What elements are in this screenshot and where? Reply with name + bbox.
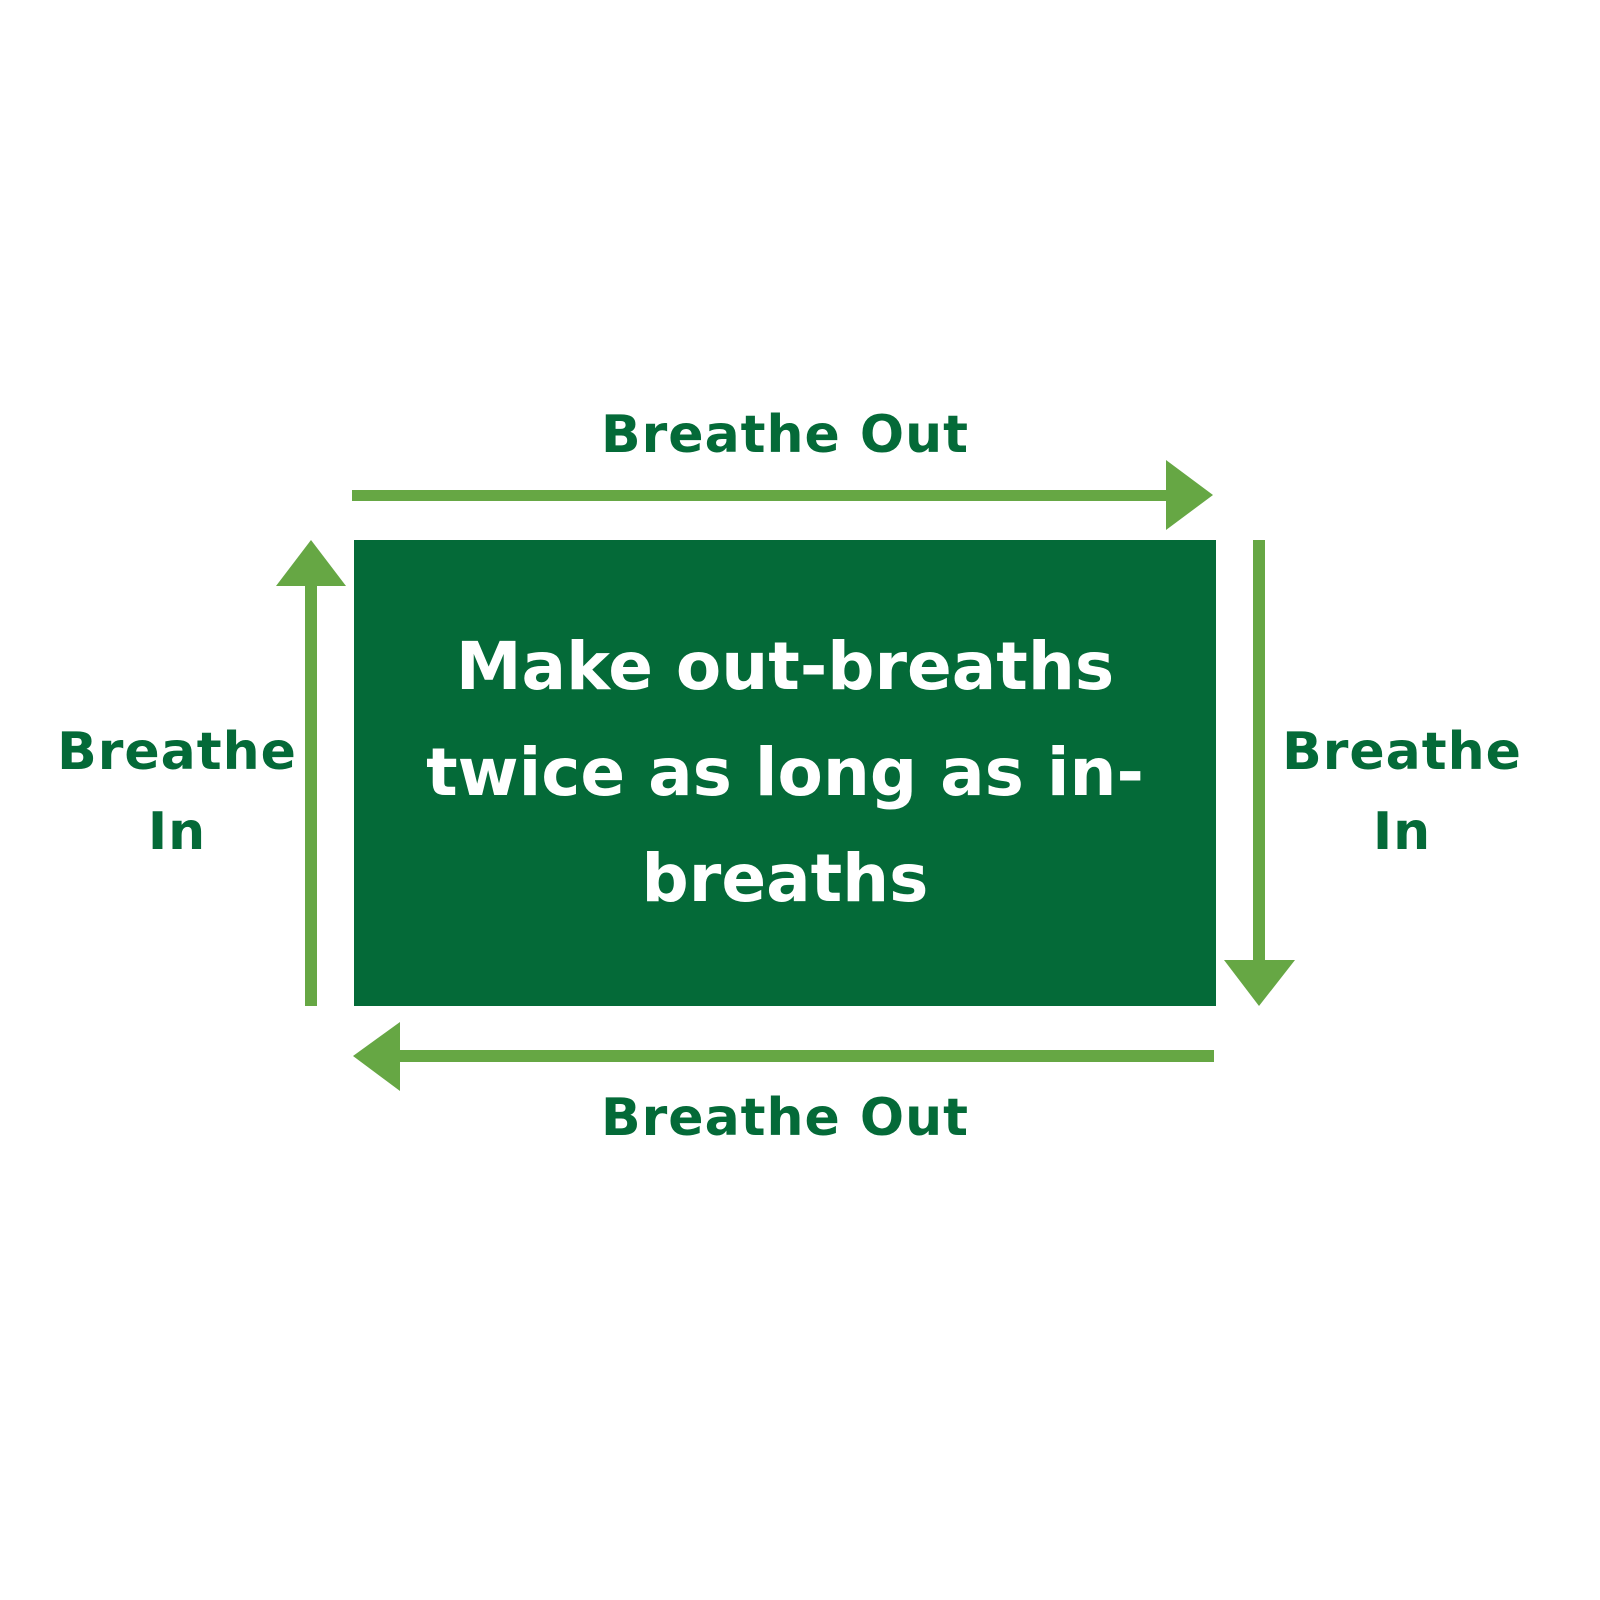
label-top-breathe-out: Breathe Out	[601, 405, 969, 465]
label-left-line1: Breathe	[57, 722, 297, 782]
label-right-line1: Breathe	[1282, 722, 1522, 782]
left-arrow-up	[276, 540, 346, 1006]
center-text: Make out-breaths twice as long as in-bre…	[426, 628, 1144, 917]
top-arrow-right	[352, 460, 1213, 530]
right-arrow-down	[1224, 540, 1295, 1006]
center-box: Make out-breaths twice as long as in-bre…	[354, 540, 1216, 1006]
label-bottom-breathe-out: Breathe Out	[601, 1088, 969, 1148]
label-left-breathe-in: Breathe In	[52, 712, 302, 872]
label-right-breathe-in: Breathe In	[1277, 712, 1527, 872]
label-left-line2: In	[147, 802, 207, 862]
bottom-arrow-left	[353, 1022, 1214, 1091]
label-right-line2: In	[1372, 802, 1432, 862]
